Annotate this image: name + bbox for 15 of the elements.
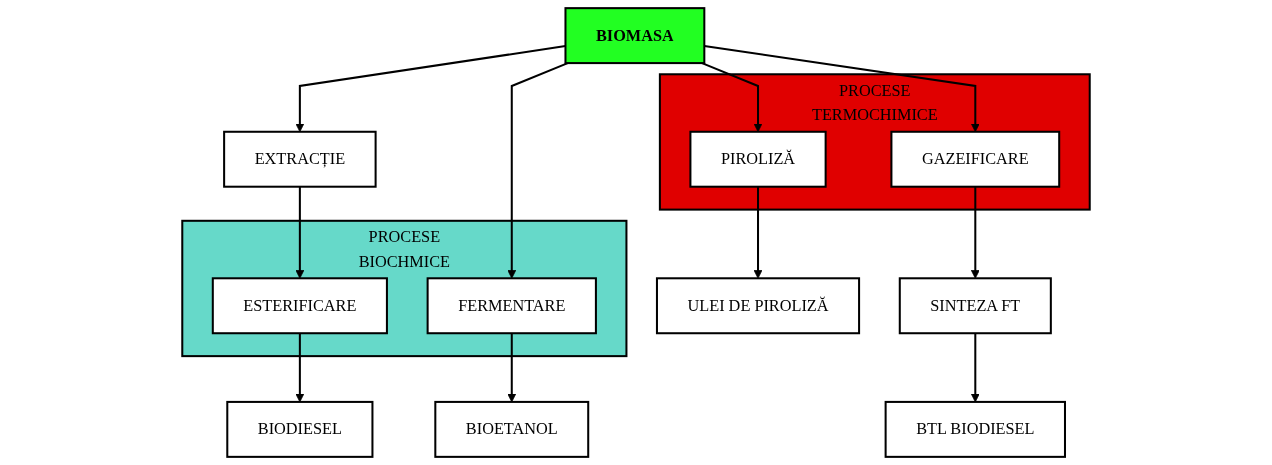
node-box: BIODIESEL — [226, 400, 374, 458]
node-box: GAZEIFICARE — [890, 130, 1061, 188]
node-box: PIROLIZĂ — [689, 130, 827, 188]
node-box: ESTERIFICARE — [211, 277, 388, 335]
arrow — [295, 186, 305, 279]
node-box: BIOMASA — [564, 7, 706, 65]
arrow — [507, 62, 569, 279]
arrow — [970, 186, 980, 279]
node-box: ULEI DE PIROLIZĂ — [655, 277, 861, 335]
arrow — [753, 186, 763, 279]
node-box: FERMENTARE — [426, 277, 597, 335]
node-box: BIOETANOL — [434, 400, 590, 458]
node-box: BTL BIODIESEL — [884, 400, 1066, 458]
node-box: EXTRACȚIE — [223, 130, 377, 188]
node-box: SINTEZA FT — [898, 277, 1052, 335]
